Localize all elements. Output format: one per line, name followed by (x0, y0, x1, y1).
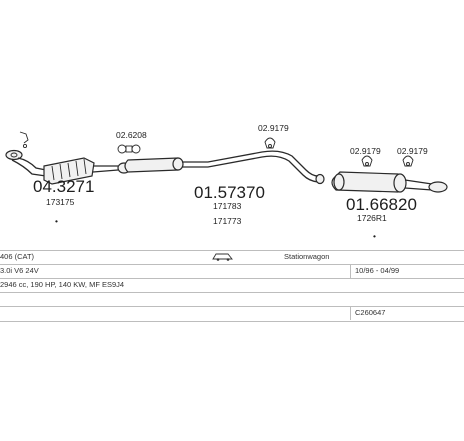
part-marker-1: • (55, 216, 58, 226)
part-marker-3: • (373, 231, 376, 241)
front-flange (5, 149, 23, 161)
vehicle-info-table: 406 (CAT) Stationwagon 3.0i V6 24V 10/96… (0, 250, 464, 330)
exhaust-system-diagram: 04.3271 173175 • 01.57370 171783 171773 … (5, 123, 448, 241)
body-type: Stationwagon (284, 252, 330, 261)
table-row-model: 406 (CAT) Stationwagon (0, 250, 464, 265)
hanger-icon-f4 (402, 155, 414, 167)
intermediate-pipe-bottom (182, 155, 319, 183)
part-code-1: 173175 (46, 197, 75, 207)
downpipe-lower (11, 159, 47, 177)
bracket-bolt (22, 143, 28, 149)
front-bracket (19, 131, 29, 144)
hanger-icon-f3 (361, 155, 373, 167)
fitting-number-1: 02.6208 (116, 130, 147, 140)
tailpipe-tip (428, 181, 448, 193)
exhaust-drawing: 04.3271 173175 • 01.57370 171783 171773 … (5, 123, 448, 241)
intermediate-pipe-top (182, 150, 319, 177)
fitting-number-4: 02.9179 (397, 146, 428, 156)
tailpipe-bottom (404, 187, 433, 191)
rear-silencer-front (333, 173, 345, 191)
table-row-spec: 2946 cc, 190 HP, 140 KW, MF ES9J4 (0, 278, 464, 293)
car-icon (212, 251, 234, 263)
cat-ribs (51, 158, 87, 181)
fitting-number-3: 02.9179 (350, 146, 381, 156)
model-label: 406 (CAT) (0, 252, 35, 261)
downpipe (17, 157, 47, 171)
fitting-number-2: 02.9179 (258, 123, 289, 133)
part-code-2a: 171783 (213, 201, 242, 211)
tailpipe-top (404, 179, 433, 185)
hanger-icon-f2 (264, 137, 276, 149)
production-years: 10/96 - 04/99 (355, 266, 400, 275)
column-divider-2 (350, 306, 351, 320)
part-number-1: 04.3271 (33, 177, 94, 196)
column-divider (350, 264, 351, 278)
part-number-3: 01.66820 (346, 195, 417, 214)
engine-label: 3.0i V6 24V (0, 266, 39, 275)
part-code-2b: 171773 (213, 216, 242, 226)
table-row-id: C260647 (0, 306, 464, 322)
part-number-2: 01.57370 (194, 183, 265, 202)
table-row-empty (0, 292, 464, 307)
hanger-icon-f1 (117, 144, 141, 154)
part-code-3: 1726R1 (357, 213, 387, 223)
intermediate-pipe-end (315, 173, 325, 185)
centre-silencer-end (172, 157, 184, 171)
table-row-engine: 3.0i V6 24V 10/96 - 04/99 (0, 264, 464, 279)
front-flange-hole (10, 152, 18, 158)
rear-silencer-back (393, 173, 407, 193)
cat-outlet-pipe-lower (92, 169, 119, 173)
system-id: C260647 (355, 308, 386, 317)
engine-spec: 2946 cc, 190 HP, 140 KW, MF ES9J4 (0, 280, 125, 289)
